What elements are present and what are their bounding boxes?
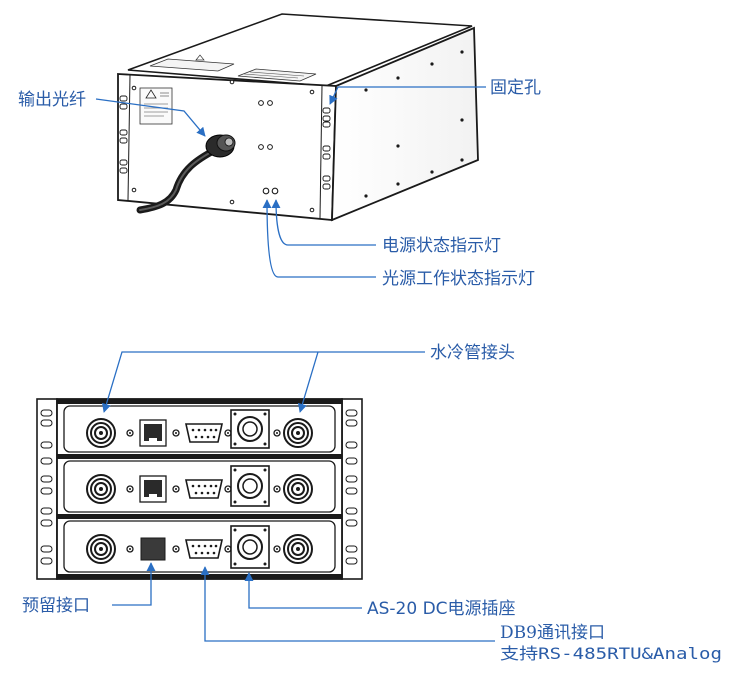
- label-power-indicator: 电源状态指示灯: [382, 236, 501, 256]
- rack-ear-slots: [40, 409, 358, 565]
- label-water-connector: 水冷管接头: [430, 343, 515, 363]
- module-3-components: [86, 525, 313, 569]
- label-db9-line1: DB9通讯接口: [500, 623, 605, 643]
- water-connector-right: [283, 418, 313, 448]
- module-2-components: [86, 465, 313, 507]
- fiber-connector: [136, 134, 236, 214]
- label-output-fiber: 输出光纤: [18, 90, 86, 110]
- side-holes: [364, 50, 464, 198]
- unit-side-face: [331, 26, 479, 222]
- module-1-components: [86, 409, 313, 449]
- water-connector-left: [86, 418, 116, 448]
- rack-front-panel: [36, 398, 363, 580]
- power-led: [262, 187, 270, 195]
- leader-reserved-port: [112, 562, 156, 606]
- left-mount-slots: [119, 95, 128, 174]
- db9-port: [185, 423, 223, 443]
- label-reserved-port: 预留接口: [22, 596, 90, 616]
- power-socket: [230, 409, 270, 449]
- label-power-socket: AS-20 DC电源插座: [367, 599, 516, 619]
- right-mount-slots: [322, 107, 331, 190]
- label-db9-line2: 支持RS-485RTU&Analog: [500, 644, 722, 663]
- label-mount-hole: 固定孔: [490, 78, 541, 98]
- leader-db9: [200, 566, 495, 642]
- label-light-indicator: 光源工作状态指示灯: [382, 269, 535, 289]
- ethernet-port: [139, 419, 167, 447]
- laser-unit-3d: [117, 13, 479, 222]
- leader-power-indicator: [271, 199, 376, 246]
- warning-plate: [149, 58, 235, 72]
- leader-output-fiber: [95, 98, 206, 137]
- light-led: [271, 187, 279, 195]
- leader-water-right: [297, 351, 319, 413]
- leader-light-indicator: [262, 199, 376, 278]
- leader-mount-hole: [329, 86, 486, 105]
- reserved-port: [140, 537, 166, 561]
- leader-water-left: [101, 351, 425, 413]
- leader-power-socket: [244, 572, 362, 609]
- front-screw-holes: [131, 79, 315, 213]
